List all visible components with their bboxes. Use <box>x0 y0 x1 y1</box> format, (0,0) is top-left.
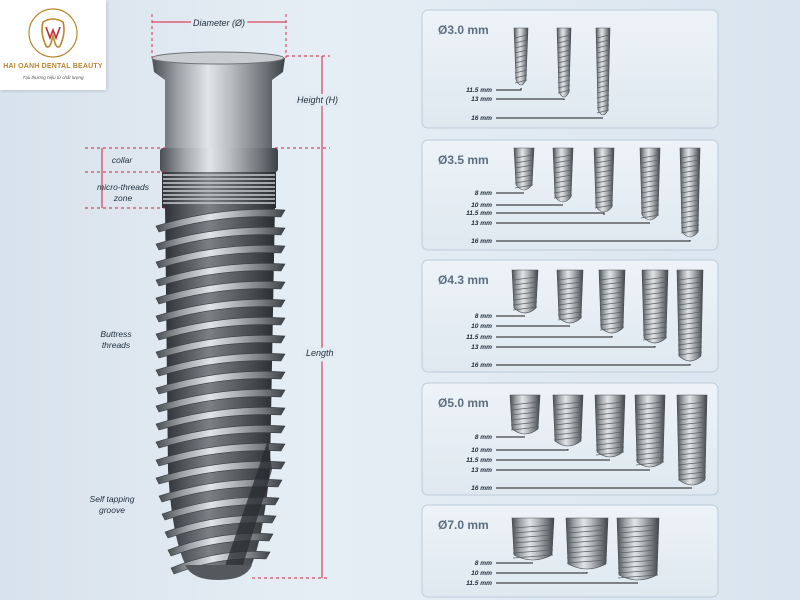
size-group: Ø3.0 mm 11.5 mm 13 mm 16 mm <box>421 9 719 129</box>
self-tapping-groove <box>222 440 272 575</box>
implant-thumbnail <box>552 147 574 203</box>
length-leader-line <box>496 364 691 366</box>
buttress-label: Buttress <box>100 329 132 339</box>
length-leader-line <box>496 336 613 338</box>
height-label: Height (H) <box>297 95 338 105</box>
implant-thumbnail <box>595 27 611 116</box>
self-tapping-label-2: groove <box>99 505 125 515</box>
implant-thumbnail <box>634 394 666 468</box>
length-label: 16 mm <box>471 115 492 122</box>
implant-thumbnail <box>565 517 609 570</box>
size-group: Ø5.0 mm 8 mm 10 mm 11.5 mm 13 mm 16 mm <box>421 382 719 496</box>
collar-label: collar <box>112 155 133 165</box>
implant-collar <box>160 148 278 172</box>
implant-thumbnail <box>556 269 584 324</box>
length-leader-line <box>496 572 588 574</box>
implant-thumbnail <box>639 147 661 221</box>
size-chart: Ø3.0 mm 11.5 mm 13 mm 16 mm Ø3.5 mm 8 mm 10 mm… <box>421 9 719 598</box>
diagram-labels: Diameter (Ø) Height (H) collar micro-thr… <box>90 15 341 515</box>
length-label: 13 mm <box>471 96 492 103</box>
dimension-lines <box>85 14 330 579</box>
length-label: 8 mm <box>475 560 492 567</box>
length-leader-line <box>496 449 569 451</box>
implant-thumbnail <box>513 147 535 191</box>
micro-threads-label-2: zone <box>113 193 133 203</box>
length-label: 13 mm <box>471 344 492 351</box>
length-leader-line <box>496 88 522 91</box>
length-label: 11.5 mm <box>466 580 492 587</box>
length-label: 8 mm <box>475 434 492 441</box>
size-diameter-label: Ø7.0 mm <box>438 518 489 532</box>
brand-logo: HAI OANH DENTAL BEAUTY Tạo thương hiệu t… <box>0 0 106 90</box>
length-label: Length <box>306 348 334 358</box>
size-diameter-label: Ø3.0 mm <box>438 23 489 37</box>
brand-name: HAI OANH DENTAL BEAUTY <box>3 63 103 70</box>
implant-thumbnail <box>593 147 615 213</box>
length-label: 10 mm <box>471 323 492 330</box>
implant-thumbnail <box>556 27 572 98</box>
length-label: 13 mm <box>471 467 492 474</box>
size-diameter-label: Ø3.5 mm <box>438 153 489 167</box>
diameter-label: Diameter (Ø) <box>193 18 245 28</box>
length-label: 11.5 mm <box>466 334 492 341</box>
implant-thumbnail <box>616 517 660 581</box>
brand-tagline: Tạo thương hiệu từ chất lượng <box>22 75 84 80</box>
micro-threads-label: micro-threads <box>97 182 150 192</box>
length-label: 13 mm <box>471 220 492 227</box>
implant-thumbnail <box>676 269 704 362</box>
length-label: 11.5 mm <box>466 210 492 217</box>
length-label: 11.5 mm <box>466 87 492 94</box>
size-group: Ø4.3 mm 8 mm 10 mm 11.5 mm 13 mm 16 mm <box>421 259 719 373</box>
length-leader-line <box>496 212 605 215</box>
buttress-threads <box>155 205 286 575</box>
length-label: 8 mm <box>475 313 492 320</box>
implant-thumbnail <box>679 147 701 238</box>
length-label: 16 mm <box>471 238 492 245</box>
length-label: 11.5 mm <box>466 457 492 464</box>
implant-thumbnail <box>598 269 626 334</box>
implant-thumbnail <box>676 394 708 486</box>
main-implant <box>151 51 286 580</box>
implant-thumbnail <box>509 394 541 435</box>
length-leader-line <box>496 98 565 100</box>
length-label: 10 mm <box>471 570 492 577</box>
implant-platform <box>152 58 285 150</box>
implant-thumbnail <box>641 269 669 344</box>
implant-thumbnail <box>511 517 555 561</box>
length-label: 10 mm <box>471 447 492 454</box>
length-label: 16 mm <box>471 485 492 492</box>
implant-thumbnail <box>594 394 626 458</box>
length-leader-line <box>496 346 656 348</box>
implant-thumbnail <box>513 27 529 86</box>
micro-threads-zone <box>162 172 276 208</box>
length-label: 10 mm <box>471 202 492 209</box>
implant-thumbnail <box>552 394 584 447</box>
length-leader-line <box>496 240 691 242</box>
length-label: 8 mm <box>475 190 492 197</box>
size-group: Ø7.0 mm 8 mm 10 mm 11.5 mm <box>421 504 719 598</box>
self-tapping-label: Self tapping <box>90 494 135 504</box>
size-diameter-label: Ø5.0 mm <box>438 396 489 410</box>
tooth-logo-icon <box>28 8 78 58</box>
length-label: 16 mm <box>471 362 492 369</box>
implant-thumbnail <box>511 269 539 314</box>
buttress-label-2: threads <box>102 340 131 350</box>
size-diameter-label: Ø4.3 mm <box>438 273 489 287</box>
